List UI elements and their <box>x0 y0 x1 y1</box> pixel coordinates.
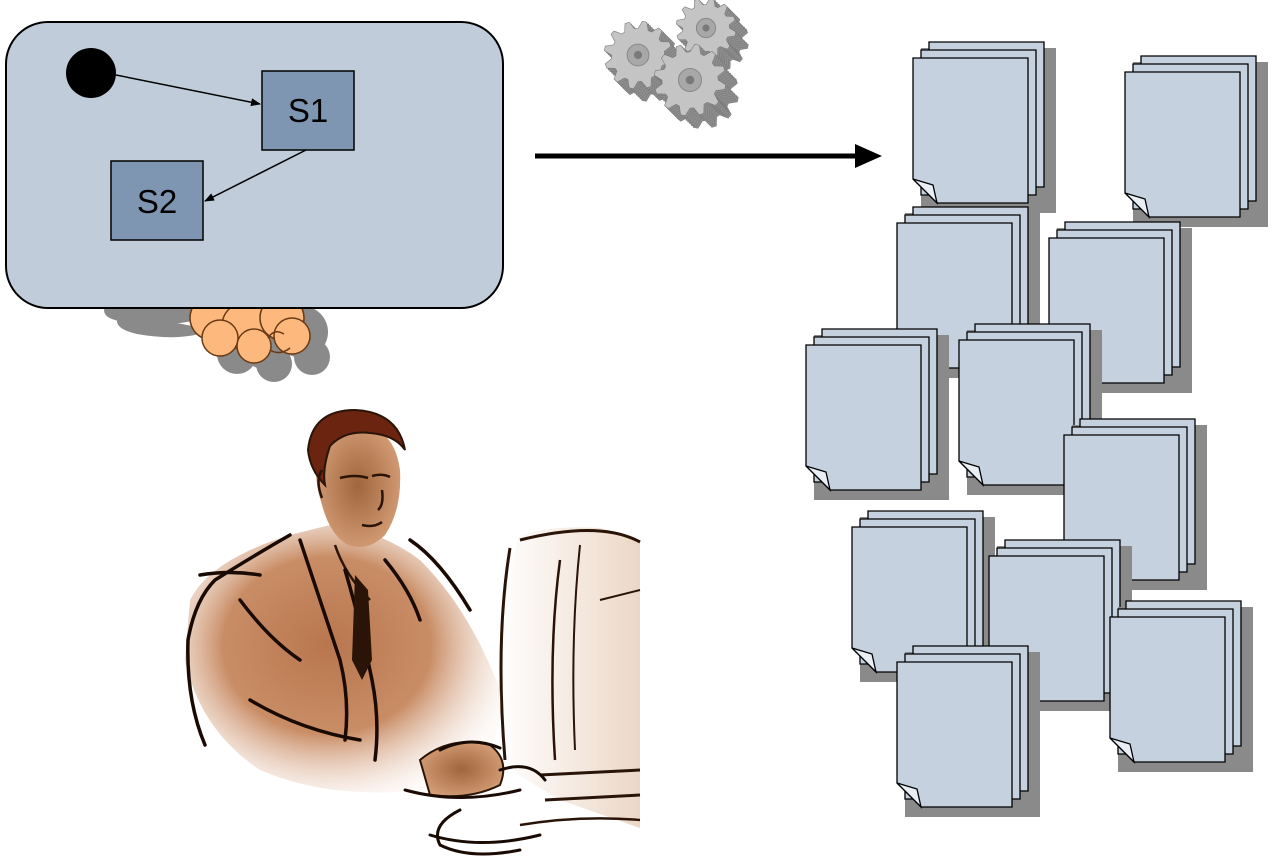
document-stack <box>1124 55 1268 227</box>
document-stack <box>805 328 949 500</box>
document-stack-icon <box>805 41 1268 817</box>
document-stack <box>896 645 1040 817</box>
gears-icon <box>603 0 749 129</box>
transformation-arrow <box>535 144 882 168</box>
state-s1: S1 <box>261 70 355 151</box>
state-s1-label: S1 <box>288 92 328 129</box>
state-machine-diagram: S1 S2 <box>5 21 504 309</box>
state-s2-label: S2 <box>137 183 177 220</box>
transition-initial-s1 <box>115 74 261 107</box>
state-s2: S2 <box>110 160 204 241</box>
person-at-computer-icon <box>185 408 641 856</box>
state-s2-box <box>110 160 204 241</box>
document-stack <box>912 41 1056 213</box>
state-s1-box <box>261 70 355 151</box>
monitor-icon <box>498 527 641 828</box>
document-stack <box>1109 600 1253 772</box>
initial-state-node <box>66 48 116 98</box>
gear-icon <box>653 43 739 129</box>
document-stack <box>851 510 995 682</box>
transition-s1-s2 <box>204 149 307 202</box>
